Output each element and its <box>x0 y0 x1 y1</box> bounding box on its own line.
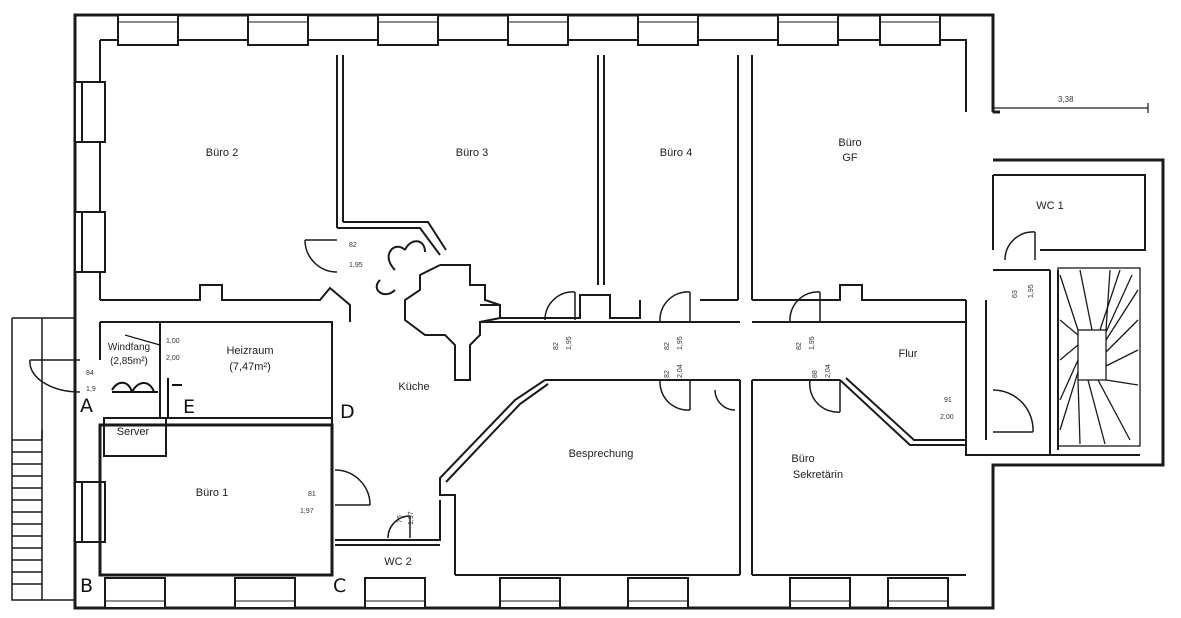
room-label-buero1: Büro 1 <box>195 487 229 499</box>
room-label-heizraum-1: Heizraum <box>226 345 274 357</box>
marker-e: E <box>183 396 196 418</box>
dim-corridor-door2-a: 82 <box>664 342 671 350</box>
dimension-top-right: 3,38 <box>1058 95 1074 104</box>
room-label-buero-gf-1: Büro <box>838 137 862 149</box>
interior-walls <box>98 55 1146 577</box>
marker-c: C <box>333 575 347 597</box>
dim-windfang-door-b: 2,00 <box>166 355 180 362</box>
room-label-heizraum-2: (7,47m²) <box>229 361 271 373</box>
room-label-sekretaerin-1: Büro <box>791 453 815 465</box>
dim-corridor-door3-a: 82 <box>664 370 671 378</box>
room-label-wc1: WC 1 <box>1036 200 1064 212</box>
hand-markers <box>111 334 182 418</box>
dim-windfang-door-a: 1,00 <box>166 338 180 345</box>
dim-corridor-door1-a: 82 <box>553 342 560 350</box>
marker-b: B <box>80 575 94 597</box>
room-label-server: Server <box>116 426 150 438</box>
room-label-kueche: Küche <box>398 381 430 393</box>
dim-kueche-door-a: 82 <box>349 242 357 249</box>
spiral-staircase <box>1057 267 1141 447</box>
dim-wc1-door-a: 63 <box>1012 290 1019 298</box>
kitchen-unit <box>375 240 501 381</box>
dim-flur-door-b: 2,00 <box>940 414 954 421</box>
room-label-buero-gf-2: GF <box>842 152 858 164</box>
dim-corridor-door5-a: 88 <box>812 370 819 378</box>
marker-a: A <box>80 395 93 417</box>
dim-buero1-door-b: 1,97 <box>300 508 314 515</box>
dim-corridor-door5-b: 2,04 <box>825 364 832 378</box>
room-label-wc2: WC 2 <box>384 556 412 568</box>
dim-left-door-b: 1,9 <box>86 386 96 393</box>
dim-corridor-door1-b: 1,95 <box>566 336 573 350</box>
dim-buero1-door-a: 81 <box>308 491 316 498</box>
dim-corridor-door4-b: 1,95 <box>809 336 816 350</box>
marker-d: D <box>340 401 355 423</box>
dim-corridor-door3-b: 2,04 <box>677 364 684 378</box>
room-label-buero2: Büro 2 <box>205 147 239 159</box>
dim-wc2-door-a: 76 <box>397 515 404 523</box>
room-label-windfang-2: (2,85m²) <box>110 356 148 367</box>
dim-wc1-door-b: 1,95 <box>1028 284 1035 298</box>
room-label-buero4: Büro 4 <box>659 147 693 159</box>
room-label-besprechung: Besprechung <box>568 448 634 460</box>
outer-walls <box>73 13 1165 610</box>
dim-corridor-door2-b: 1,95 <box>677 336 684 350</box>
room-label-flur: Flur <box>898 348 918 360</box>
dim-kueche-door-b: 1,95 <box>349 262 363 269</box>
room-label-sekretaerin-2: Sekretärin <box>792 469 844 481</box>
entrance-stairs <box>11 317 75 601</box>
dim-corridor-door4-a: 82 <box>796 342 803 350</box>
room-label-windfang-1: Windfang <box>107 342 151 353</box>
room-label-buero3: Büro 3 <box>455 147 489 159</box>
dim-left-door-a: 84 <box>86 370 94 377</box>
dim-wc2-door-b: 1,97 <box>408 511 415 525</box>
bottom-windows <box>104 577 949 609</box>
doors <box>29 231 1036 539</box>
dimension-line <box>992 103 1149 113</box>
top-windows <box>117 14 941 46</box>
dim-flur-door-a: 91 <box>944 397 952 404</box>
